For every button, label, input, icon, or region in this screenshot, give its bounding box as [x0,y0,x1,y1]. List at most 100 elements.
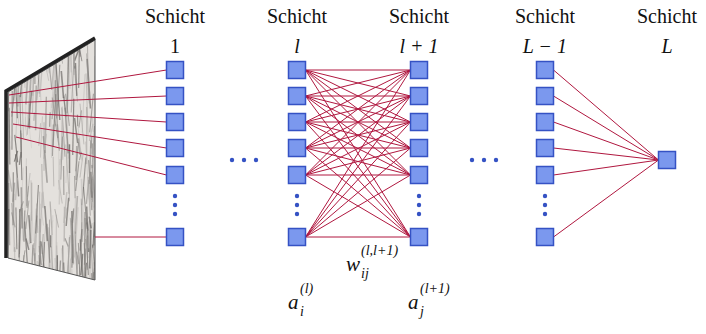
weight-line [306,70,411,71]
weight-line [306,96,411,237]
layer-index: L − 1 [523,36,567,56]
neuron-square [537,114,554,131]
weight-line [554,96,659,160]
weight-line [554,122,659,160]
neuron-square [167,88,184,105]
weight-line [554,160,659,175]
layer-heading: Schicht [267,6,327,26]
layer-index: l + 1 [399,36,438,56]
ellipsis-dot [173,194,177,198]
weight-line [9,70,167,95]
neuron-square [167,167,184,184]
weight-line [306,70,411,175]
neuron-square [537,88,554,105]
activation-superscript: (l+1) [420,282,450,296]
activation-symbol: a [408,292,419,313]
neuron-square [289,167,306,184]
activation-subscript: j [420,305,424,319]
neuron-square [167,140,184,157]
ellipsis-dot [254,158,258,162]
neuron-square [289,140,306,157]
weight-line [306,148,411,237]
ellipsis-dots [173,158,547,216]
layer-index: 1 [170,36,180,56]
weight-line [306,70,411,122]
weight-line [306,122,411,237]
neuron-square [537,62,554,79]
ellipsis-dot [543,194,547,198]
weight-symbol: w [346,254,360,275]
neuron-square [167,114,184,131]
weight-line [95,237,167,238]
ellipsis-dot [242,158,246,162]
ellipsis-dot [417,194,421,198]
weight-line [306,122,411,237]
layer-index: L [661,36,672,56]
neuron-square [289,229,306,246]
weight-line [306,70,411,237]
weight-line [306,175,411,237]
weight-line [554,160,659,237]
ellipsis-dot [417,203,421,207]
neuron-square [289,114,306,131]
layer-heading: Schicht [637,6,697,26]
neuron-square [411,140,428,157]
weight-line [554,70,659,160]
weight-line [306,70,411,122]
weight-line [306,175,411,237]
layer-heading: Schicht [389,6,449,26]
weight-line [306,148,411,237]
ellipsis-dot [417,212,421,216]
activation-superscript: (l) [300,282,313,296]
weight-line [306,175,411,176]
neuron-square [411,167,428,184]
neurons [167,62,676,246]
neuron-square [289,62,306,79]
weight-line [306,96,411,175]
weight-subscript: ij [361,267,369,281]
ellipsis-dot [173,212,177,216]
neuron-square [411,62,428,79]
layer-index: l [294,36,300,56]
weight-line [9,96,167,103]
weight-line [306,70,411,96]
neuron-square [659,152,676,169]
ellipsis-dot [470,158,474,162]
ellipsis-dot [295,194,299,198]
weight-line [306,70,411,148]
weight-line [306,70,411,237]
weight-line [306,96,411,175]
neuron-square [537,167,554,184]
weight-line [13,124,167,148]
ellipsis-dot [543,212,547,216]
activation-subscript: i [300,305,304,319]
ellipsis-dot [173,203,177,207]
weight-lines [9,70,659,237]
ellipsis-dot [295,203,299,207]
neuron-square [167,229,184,246]
weight-line [306,70,411,96]
weight-line [306,70,411,148]
ellipsis-dot [543,203,547,207]
layer-heading: Schicht [145,6,205,26]
ellipsis-dot [295,212,299,216]
weight-line [11,112,167,122]
weight-superscript: (l,l+1) [361,244,398,258]
input-image [0,30,100,334]
layer-heading: Schicht [515,6,575,26]
neuron-square [411,114,428,131]
activation-symbol: a [288,292,299,313]
neuron-square [289,88,306,105]
neuron-square [167,62,184,79]
neuron-square [411,229,428,246]
weight-line [306,70,411,175]
weight-line [306,237,411,238]
weight-line [306,96,411,237]
weight-line [554,148,659,160]
neuron-square [411,88,428,105]
ellipsis-dot [230,158,234,162]
ellipsis-dot [494,158,498,162]
neuron-square [537,140,554,157]
neuron-square [537,229,554,246]
